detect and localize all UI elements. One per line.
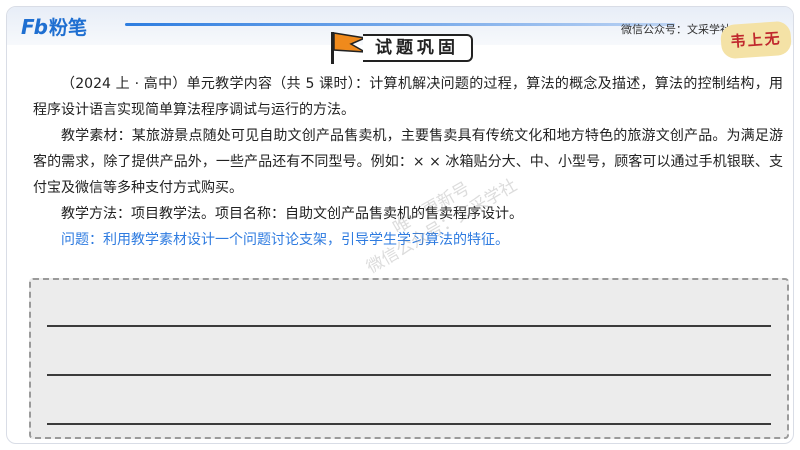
flag-icon <box>331 32 368 64</box>
brand-logo: Fb 粉笔 <box>21 13 87 40</box>
answer-line <box>47 374 771 376</box>
answer-area <box>29 278 789 439</box>
question-prompt: 问题：利用教学素材设计一个问题讨论支架，引导学生学习算法的特征。 <box>61 232 509 248</box>
answer-line <box>47 423 771 425</box>
section-title: 试题巩固 <box>329 27 485 67</box>
teaching-method-paragraph: 教学方法：项目教学法。项目名称：自助文创产品售卖机的售卖程序设计。 <box>61 206 523 222</box>
slide-frame: Fb 粉笔 微信公众号：文采学社 韦上无 试题巩固 （2024 上 · 高中）单… <box>6 6 794 444</box>
unit-content-paragraph: （2024 上 · 高中）单元教学内容（共 5 课时）：计算机解决问题的过程，算… <box>33 76 783 118</box>
logo-mark: Fb <box>21 14 48 39</box>
wechat-account-label: 微信公众号：文采学社 <box>621 23 731 36</box>
answer-line <box>47 325 771 327</box>
teaching-material-paragraph: 教学素材：某旅游景点随处可见自助文创产品售卖机，主要售卖具有传统文化和地方特色的… <box>33 128 783 196</box>
logo-text: 粉笔 <box>48 17 87 39</box>
seal-stamp: 韦上无 <box>719 20 793 60</box>
question-content: （2024 上 · 高中）单元教学内容（共 5 课时）：计算机解决问题的过程，算… <box>33 71 783 253</box>
section-title-text: 试题巩固 <box>363 34 473 62</box>
header-accent-bar <box>125 23 675 26</box>
